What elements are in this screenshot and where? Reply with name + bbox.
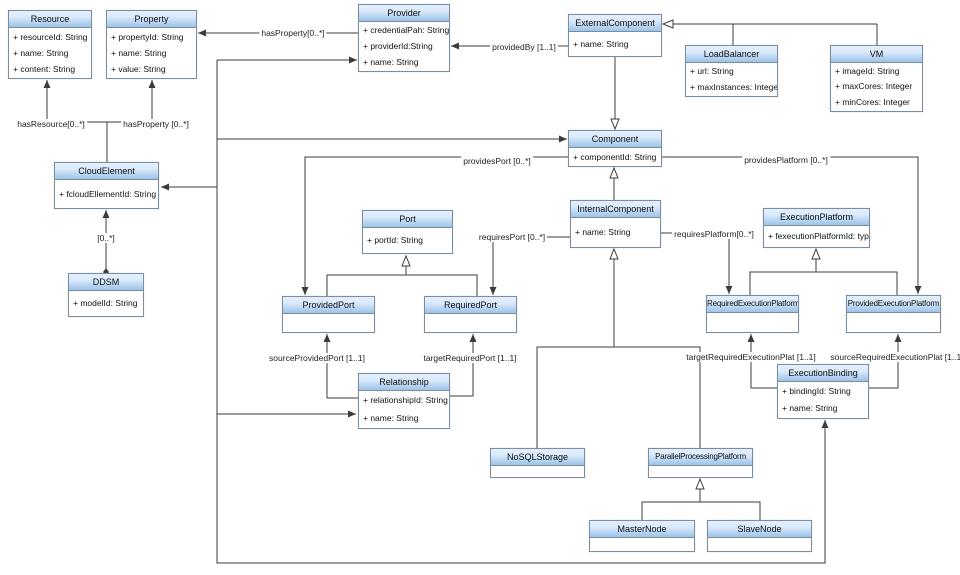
class-required-execution-platform[interactable]: RequiredExecutionPlatform	[706, 295, 799, 333]
class-attribute: + name: String	[13, 47, 69, 58]
class-title: Relationship	[359, 374, 449, 391]
class-master-node[interactable]: MasterNode	[589, 520, 695, 552]
class-attribute: + providerId:String	[363, 40, 433, 51]
class-cloud-element[interactable]: CloudElement + fcloudEllementId: String	[54, 162, 159, 209]
class-title: CloudElement	[55, 163, 158, 180]
class-title: Port	[363, 211, 452, 228]
class-title: Property	[107, 11, 196, 28]
class-attribute: + url: String	[690, 66, 734, 77]
class-nosql-storage[interactable]: NoSQLStorage	[490, 448, 585, 478]
class-required-port[interactable]: RequiredPort	[424, 296, 517, 333]
class-resource[interactable]: Resource + resourceId: String + name: St…	[8, 10, 92, 79]
edge-has-property-cloud	[107, 80, 156, 123]
class-attribute: + name: String	[573, 38, 629, 49]
class-internal-component[interactable]: InternalComponent + name: String	[570, 200, 661, 248]
class-provided-port[interactable]: ProvidedPort	[282, 296, 375, 333]
class-vm[interactable]: VM + imageId: String + maxCores: Integer…	[830, 45, 923, 112]
edge-label-provides-platform: providesPlatform [0..*]	[742, 155, 830, 165]
class-attribute: + content: String	[13, 63, 76, 74]
class-title: RequiredPort	[425, 297, 516, 314]
class-relationship[interactable]: Relationship + relationshipId: String + …	[358, 373, 450, 429]
class-provider[interactable]: Provider + credentialPah: String + provi…	[358, 4, 450, 72]
class-attribute: + relationshipId: String	[363, 395, 448, 406]
edge-label-has-property-provider: hasProperty[0..*]	[259, 28, 327, 38]
class-attribute: + fcloudEllementId: String	[59, 188, 157, 199]
class-title: ExecutionPlatform	[764, 209, 869, 226]
class-attribute: + value: String	[111, 63, 166, 74]
class-attribute: + name: String	[363, 56, 419, 67]
class-attribute: + name: String	[111, 47, 167, 58]
edge-label-requires-port: requiresPort [0..*]	[476, 232, 548, 242]
class-attribute: + name: String	[782, 403, 838, 413]
class-attribute: + maxCores: Integer	[835, 81, 913, 92]
edge-requires-port	[489, 236, 570, 295]
class-ddsm[interactable]: DDSM + modelId: String	[68, 273, 144, 317]
edge-label-target-required-execution-plat: targetRequiredExecutionPlat [1..1]	[684, 352, 818, 362]
edge-requires-platform	[661, 232, 733, 294]
edge-target-required-port	[450, 334, 477, 397]
class-title: SlaveNode	[708, 521, 811, 538]
edge-label-source-provided-port: sourceProvidedPort [1..1]	[267, 353, 367, 363]
class-title: RequiredExecutionPlatform	[707, 296, 798, 313]
class-title: ExecutionBinding	[778, 365, 868, 382]
class-component[interactable]: Component + componentId: String	[568, 130, 662, 167]
class-title: ExternalComponent	[569, 15, 661, 32]
edge-label-provided-by: providedBy [1..1]	[490, 42, 558, 52]
class-port[interactable]: Port + portId: String	[362, 210, 453, 254]
class-attribute: + bindingId: String	[782, 386, 851, 396]
class-title: ProvidedExecutionPlatform	[847, 296, 940, 313]
class-execution-platform[interactable]: ExecutionPlatform + fexecutionPlatformId…	[763, 208, 870, 248]
class-title: NoSQLStorage	[491, 449, 584, 466]
edge-label-target-required-port: targetRequiredPort [1..1]	[421, 353, 519, 363]
class-attribute: + credentialPah: String	[363, 25, 449, 36]
edge-label-has-resource: hasResource[0..*]	[15, 119, 87, 129]
class-attribute: + minCores: Integer	[835, 96, 910, 107]
class-attribute: + imageId: String	[835, 66, 900, 77]
class-title: DDSM	[69, 274, 143, 291]
edge-source-provided-port	[323, 334, 358, 399]
class-attribute: + modelId: String	[73, 298, 138, 308]
class-attribute: + fexecutionPlatformId: type	[768, 231, 869, 241]
class-title: VM	[831, 46, 922, 63]
edge-label-has-property-cloud: hasProperty [0..*]	[121, 119, 191, 129]
class-attribute: + name: String	[363, 412, 419, 423]
class-title: Resource	[9, 11, 91, 28]
class-provided-execution-platform[interactable]: ProvidedExecutionPlatform	[846, 295, 941, 333]
class-external-component[interactable]: ExternalComponent + name: String	[568, 14, 662, 57]
class-parallel-processing-platform[interactable]: ParallelProcessingPlatform	[648, 448, 753, 478]
class-title: ParallelProcessingPlatform	[649, 449, 752, 466]
class-title: InternalComponent	[571, 201, 660, 218]
edge-label-requires-platform: requiresPlatform[0..*]	[672, 229, 756, 239]
class-property[interactable]: Property + propertyId: String + name: St…	[106, 10, 197, 79]
class-load-balancer[interactable]: LoadBalancer + url: String + maxInstance…	[685, 45, 778, 97]
class-attribute: + maxInstances: Integer	[690, 81, 777, 92]
class-attribute: + componentId: String	[573, 151, 657, 162]
class-title: Provider	[359, 5, 449, 22]
class-title: ProvidedPort	[283, 297, 374, 314]
class-attribute: + propertyId: String	[111, 31, 184, 42]
class-attribute: + name: String	[575, 227, 631, 237]
class-attribute: + portId: String	[367, 235, 423, 245]
edge-label-provides-port: providesPort [0..*]	[461, 156, 533, 166]
class-attribute: + resourceId: String	[13, 31, 88, 42]
class-title: MasterNode	[590, 521, 694, 538]
class-title: LoadBalancer	[686, 46, 777, 63]
edge-label-ddsm-multiplicity: [0..*]	[95, 233, 117, 243]
class-title: Component	[569, 131, 661, 148]
class-execution-binding[interactable]: ExecutionBinding + bindingId: String + n…	[777, 364, 869, 419]
class-slave-node[interactable]: SlaveNode	[707, 520, 812, 552]
edge-label-source-required-execution-plat: sourceRequiredExecutionPlat [1..1]	[828, 352, 960, 362]
